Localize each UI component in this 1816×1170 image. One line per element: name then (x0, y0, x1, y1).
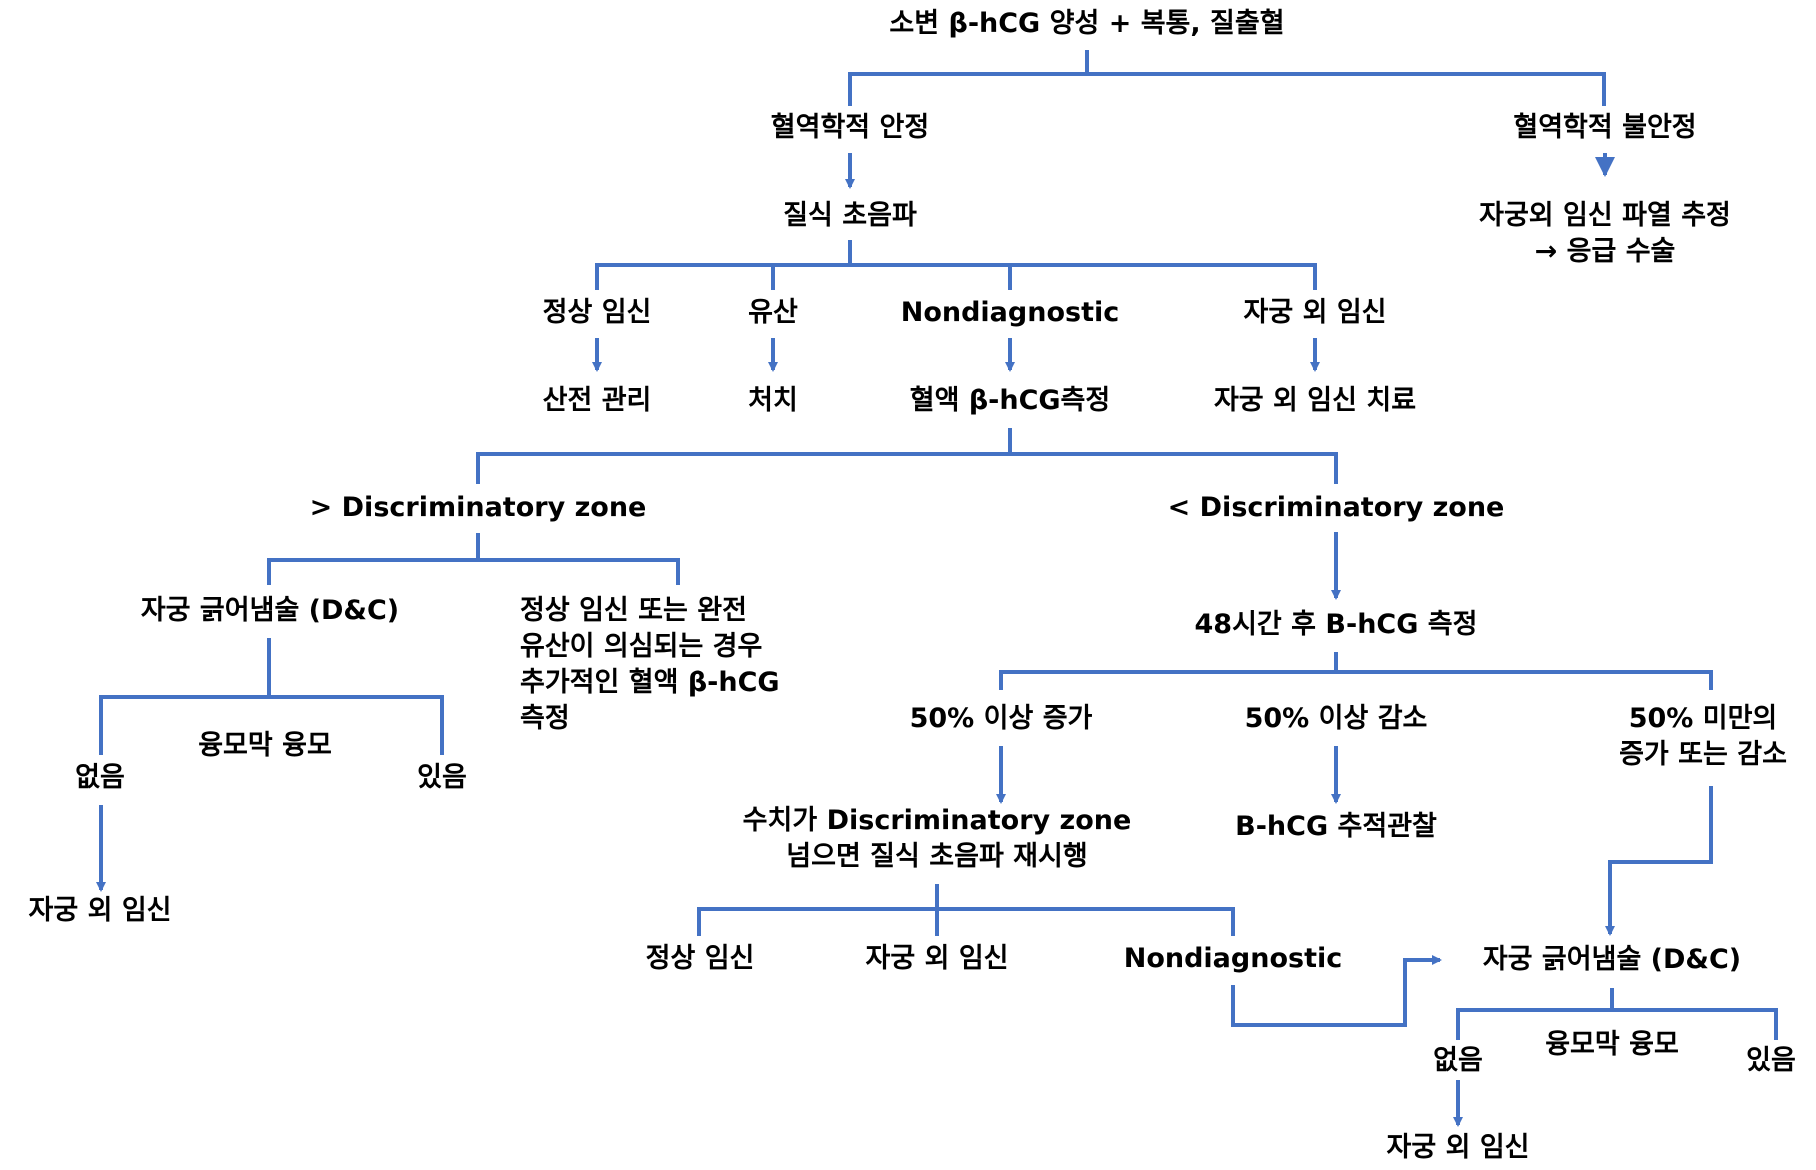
dc-left-node: 자궁 긁어냄술 (D&C) (140, 595, 400, 626)
rupture-node: 자궁외 임신 파열 추정 → 응급 수술 (1425, 198, 1785, 270)
tvus-node: 질식 초음파 (783, 200, 917, 231)
note-line-2: 유산이 의심되는 경우 (520, 631, 763, 662)
serum-hcg-node: 혈액 β-hCG측정 (909, 385, 1111, 416)
ectopic-right-node: 자궁 외 임신 (1386, 1132, 1530, 1163)
rupture-line-1: 자궁외 임신 파열 추정 (1479, 200, 1731, 231)
decrease-50-node: 50% 이상 감소 (1244, 703, 1428, 734)
note-line-1: 정상 임신 또는 완전 (520, 595, 747, 626)
ectopic-node: 자궁 외 임신 (1243, 297, 1387, 328)
below-dz-node: < Discriminatory zone (1167, 492, 1505, 523)
lt50-line-1: 50% 미만의 (1628, 703, 1778, 734)
present-right-node: 있음 (1746, 1045, 1796, 1076)
connector-root-split (848, 50, 1606, 106)
absent-left-node: 없음 (75, 762, 125, 793)
ectopic-2-node: 자궁 외 임신 (865, 943, 1009, 974)
above-dz-node: > Discriminatory zone (309, 492, 647, 523)
normal-pregnancy-2-node: 정상 임신 (645, 943, 755, 974)
root-node: 소변 β-hCG 양성 + 복통, 질출혈 (889, 8, 1285, 39)
nondiagnostic-node: Nondiagnostic (900, 297, 1120, 328)
arrow-nondiag2-to-dc (1231, 955, 1442, 1027)
repeat-48h-node: 48시간 후 B-hCG 측정 (1194, 609, 1478, 640)
arrow-lt50-to-dc (1605, 786, 1713, 936)
connector-tvus-split (595, 240, 1317, 290)
ectopic-left-node: 자궁 외 임신 (28, 895, 172, 926)
prenatal-care-node: 산전 관리 (542, 385, 652, 416)
ectopic-treatment-node: 자궁 외 임신 치료 (1213, 385, 1417, 416)
villi-left-node: 융모막 융모 (198, 730, 332, 761)
serial-hcg-note: 정상 임신 또는 완전 유산이 의심되는 경우 추가적인 혈액 β-hCG 측정 (520, 593, 850, 737)
connector-dc-right-split (1456, 988, 1778, 1040)
increase-50-node: 50% 이상 증가 (909, 703, 1093, 734)
rupture-line-2: → 응급 수술 (1534, 236, 1676, 267)
note-line-4: 측정 (520, 703, 570, 734)
connector-48h-split (999, 652, 1713, 690)
connector-repeat-split (697, 884, 1235, 936)
treatment-node: 처치 (748, 385, 798, 416)
normal-pregnancy-node: 정상 임신 (542, 297, 652, 328)
abortion-node: 유산 (748, 297, 798, 328)
unstable-node: 혈역학적 불안정 (1513, 112, 1697, 143)
nondiagnostic-2-node: Nondiagnostic (1123, 943, 1343, 974)
present-left-node: 있음 (417, 762, 467, 793)
repeat-us-node: 수치가 Discriminatory zone 넘으면 질식 초음파 재시행 (722, 803, 1152, 875)
repeat-us-line-1: 수치가 Discriminatory zone (742, 805, 1132, 836)
lt50-line-2: 증가 또는 감소 (1619, 739, 1787, 770)
dc-right-node: 자궁 긁어냄술 (D&C) (1482, 944, 1742, 975)
villi-right-node: 융모막 융모 (1545, 1029, 1679, 1060)
repeat-us-line-2: 넘으면 질식 초음파 재시행 (786, 841, 1088, 872)
followup-node: B-hCG 추적관찰 (1235, 811, 1437, 842)
stable-node: 혈역학적 안정 (770, 112, 930, 143)
absent-right-node: 없음 (1433, 1045, 1483, 1076)
less-than-50-node: 50% 미만의 증가 또는 감소 (1590, 701, 1816, 773)
connector-above-dz-split (267, 533, 680, 585)
connector-dc-left-split (99, 638, 444, 755)
connector-serum-split (476, 428, 1338, 484)
note-line-3: 추가적인 혈액 β-hCG (520, 667, 780, 698)
